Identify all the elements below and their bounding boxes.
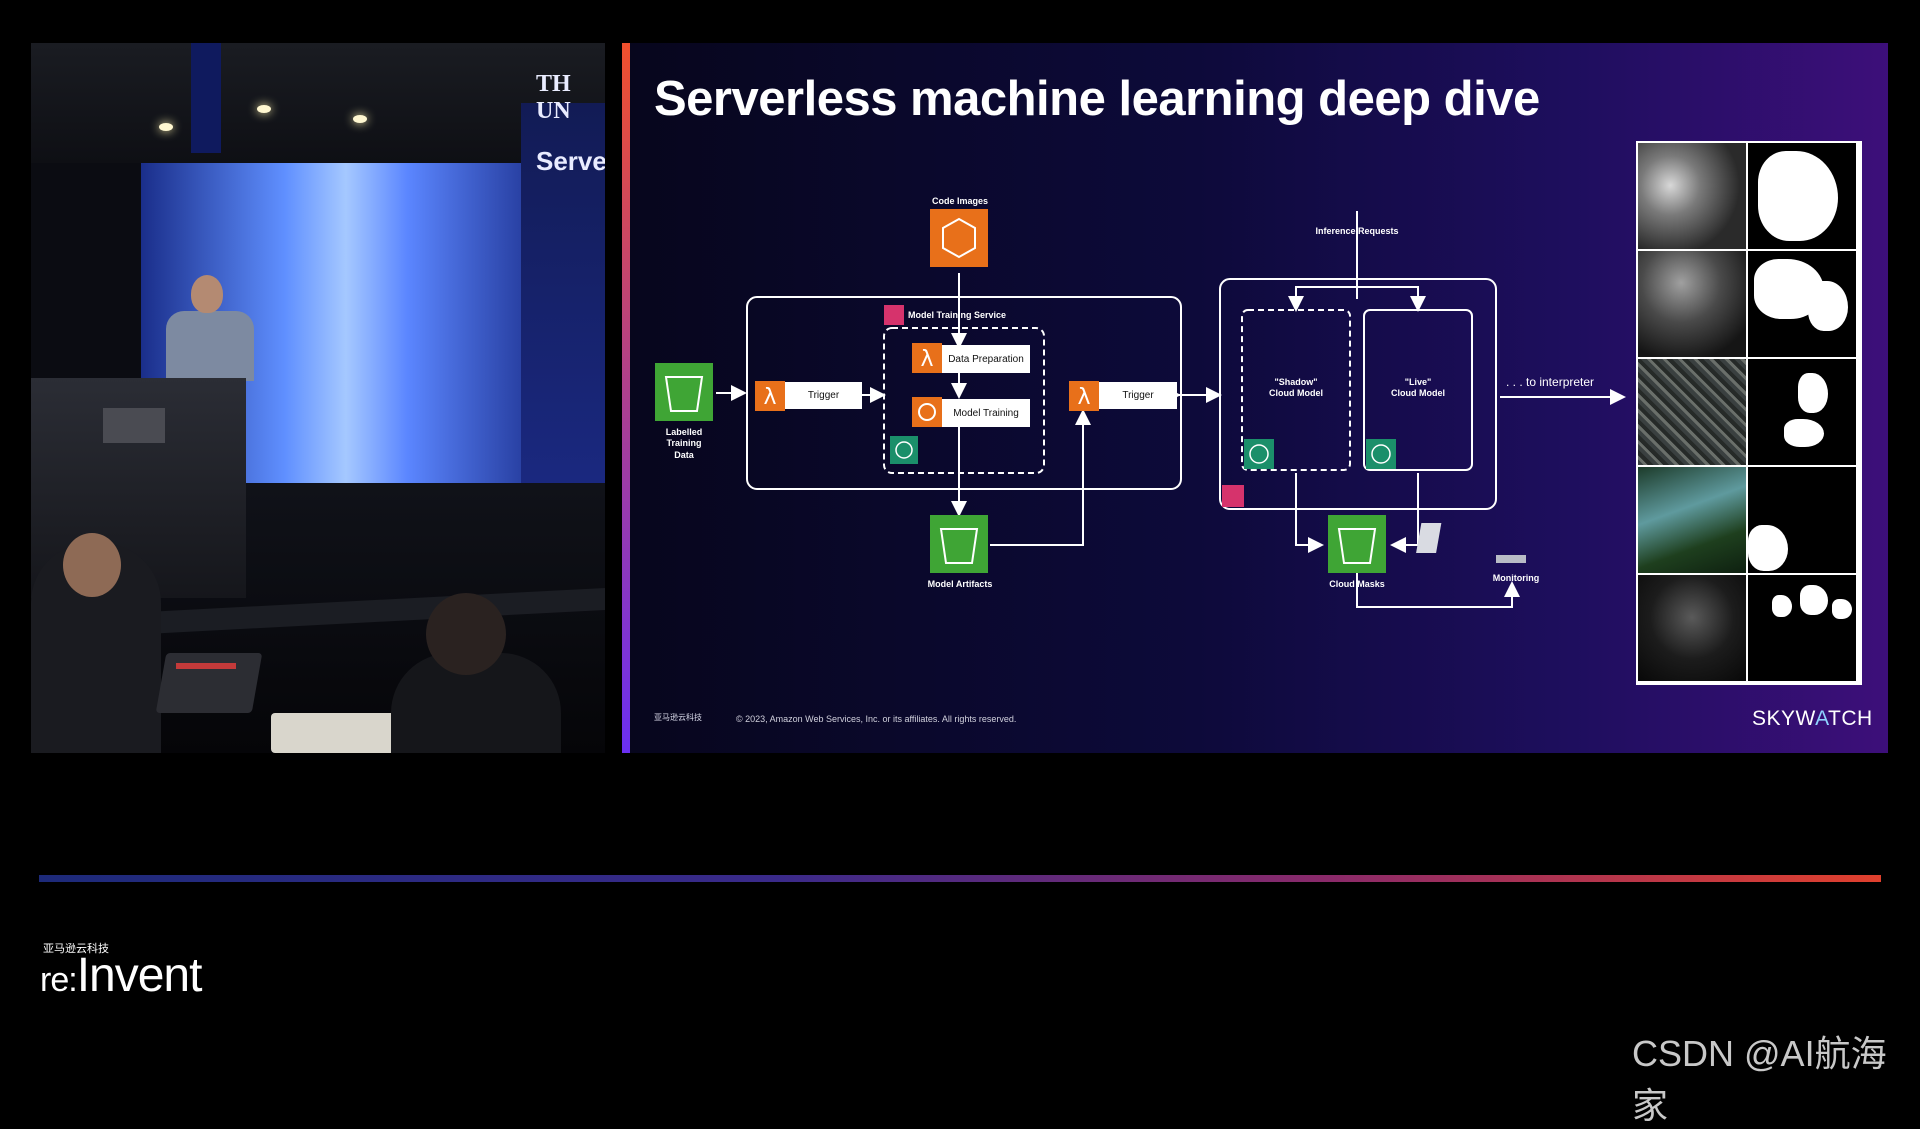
satellite-image — [1638, 575, 1746, 681]
ceiling-light — [257, 105, 271, 113]
to-interpreter-label: . . . to interpreter — [1506, 375, 1595, 389]
data-preparation-box: Data Preparation — [942, 345, 1030, 373]
cloud-mask-image — [1748, 359, 1856, 465]
brand-prefix: SKYW — [1752, 707, 1816, 730]
trigger-box-right: Trigger — [1099, 382, 1177, 409]
slide: Serverless machine learning deep dive — [630, 43, 1888, 753]
sagemaker-icon — [890, 436, 918, 464]
s3-bucket-icon — [1328, 515, 1386, 573]
cloud-masks-label: Cloud Masks — [1329, 579, 1385, 589]
svg-text:λ: λ — [1077, 385, 1090, 410]
presenter-head — [191, 275, 223, 313]
architecture-diagram: λ λ λ — [655, 209, 1626, 608]
cloud-mask-image — [1748, 143, 1856, 249]
monitor-icon — [1416, 523, 1442, 553]
satellite-image-grid — [1636, 141, 1862, 685]
slide-footer-logo: 亚马逊云科技 — [654, 713, 702, 722]
reinvent-word: Invent — [76, 949, 203, 1002]
svg-text:λ: λ — [763, 385, 776, 410]
presenter-video: TH UN Server — [31, 43, 605, 753]
satellite-image — [1638, 251, 1746, 357]
signage — [191, 43, 221, 153]
model-artifacts-label: Model Artifacts — [927, 579, 993, 589]
ecr-icon — [930, 209, 988, 267]
trigger-box-left: Trigger — [785, 382, 862, 409]
aws-cn-label: 亚马逊云科技 — [43, 943, 109, 955]
ceiling-light — [159, 123, 173, 131]
s3-bucket-icon — [930, 515, 988, 573]
presenter — [166, 311, 254, 381]
shadow-model-box — [1241, 309, 1351, 471]
lambda-icon — [755, 381, 785, 411]
laptop — [155, 653, 263, 713]
lambda-icon — [912, 343, 942, 373]
booth-screen — [521, 103, 605, 533]
satellite-image — [1638, 143, 1746, 249]
ceiling-light — [353, 115, 367, 123]
skywatch-logo: SKYWATCH — [1752, 707, 1873, 731]
svg-text:λ: λ — [920, 347, 933, 372]
slide-copyright: © 2023, Amazon Web Services, Inc. or its… — [736, 714, 1017, 724]
audience-head — [426, 593, 506, 675]
csdn-watermark: CSDN @AI航海家 — [1632, 1033, 1887, 1126]
slide-title: Serverless machine learning deep dive — [654, 72, 1540, 126]
lambda-icon — [1069, 381, 1099, 411]
s3-bucket-icon — [655, 363, 713, 421]
cloud-mask-image — [1748, 575, 1856, 681]
slide-accent-bar — [622, 43, 630, 753]
gpu-training-icon — [912, 397, 942, 427]
sagemaker-endpoint-icon — [1222, 485, 1244, 507]
labelled-training-data-label: Labelled Training Data — [665, 427, 703, 460]
cloud-mask-image — [1748, 467, 1856, 573]
brand-accent: A — [1815, 707, 1829, 730]
reinvent-re: re: — [40, 961, 78, 999]
monitoring-label: Monitoring — [1492, 573, 1540, 583]
live-model-label: "Live" Cloud Model — [1391, 377, 1445, 399]
booth-text: Server — [536, 146, 605, 176]
model-training-service-label: Model Training Service — [908, 310, 1007, 320]
sagemaker-icon — [1366, 439, 1396, 469]
laptop-screen — [176, 663, 236, 669]
sagemaker-icon — [1244, 439, 1274, 469]
satellite-image — [1638, 467, 1746, 573]
inference-requests-label: Inference Requests — [1315, 226, 1399, 236]
reinvent-logo: re:Invent — [40, 948, 203, 1003]
model-training-service-box — [883, 327, 1045, 474]
shadow-model-label: "Shadow" Cloud Model — [1269, 377, 1323, 399]
podium-panel — [103, 408, 165, 443]
ceiling — [31, 43, 605, 163]
satellite-image — [1638, 359, 1746, 465]
model-training-box: Model Training — [942, 399, 1030, 427]
booth-text-top: TH UN — [536, 71, 571, 124]
brand-suffix: TCH — [1828, 707, 1873, 730]
gradient-divider — [39, 875, 1881, 882]
code-images-label: Code Images — [931, 196, 989, 206]
sagemaker-service-icon — [884, 305, 904, 325]
audience-head — [63, 533, 121, 597]
cloud-mask-image — [1748, 251, 1856, 357]
